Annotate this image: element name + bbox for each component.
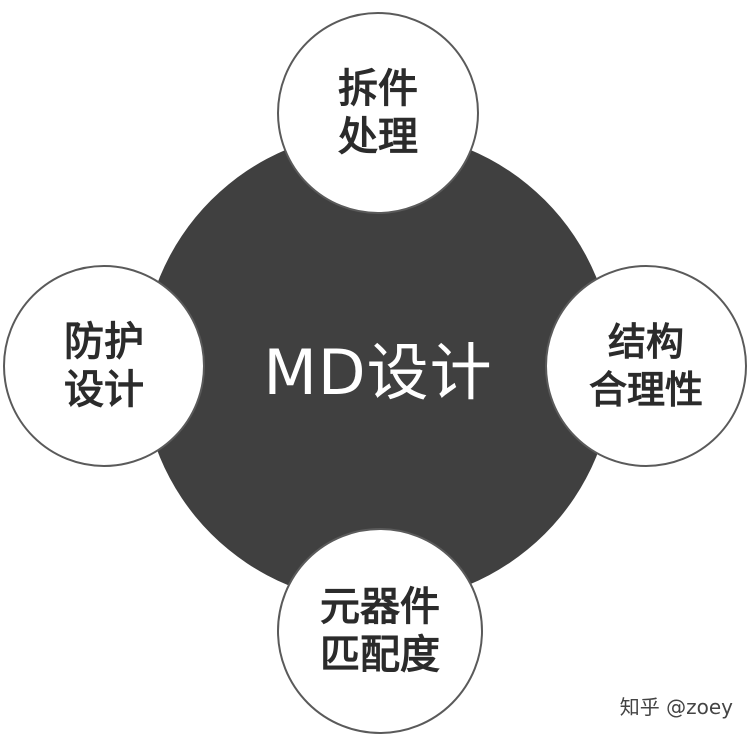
node-top-line1: 拆件 [338, 66, 418, 112]
center-label: MD设计 [142, 131, 614, 603]
node-bottom-line2: 匹配度 [320, 632, 440, 678]
node-left-line2: 设计 [64, 367, 144, 413]
node-right-line2: 合理性 [588, 368, 703, 412]
center-label-text: MD设计 [263, 336, 493, 409]
node-left-line1: 防护 [64, 319, 144, 365]
watermark: 知乎 @zoey [619, 695, 733, 719]
node-right-line1: 结构 [607, 320, 684, 364]
node-top: 拆件 处理 [277, 12, 479, 214]
node-top-line2: 处理 [338, 114, 418, 160]
node-right: 结构 合理性 [545, 265, 747, 467]
node-left: 防护 设计 [3, 265, 205, 467]
node-bottom-line1: 元器件 [320, 584, 440, 630]
node-bottom: 元器件 匹配度 [277, 528, 483, 734]
